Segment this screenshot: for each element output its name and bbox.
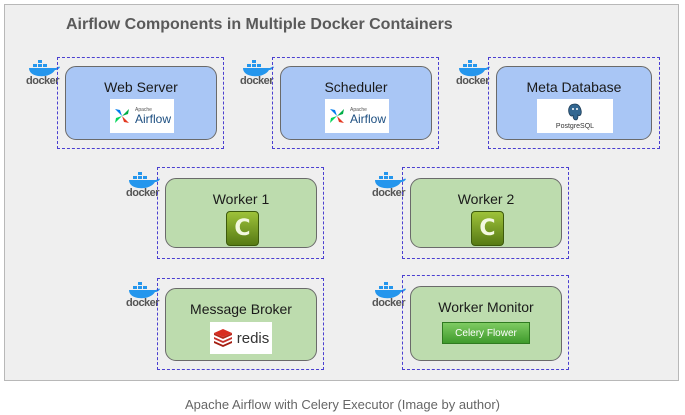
airflow-small-text: Apache — [134, 106, 152, 113]
container-worker2 — [402, 167, 569, 259]
web-server-component: Web Server Apache Airflow — [65, 66, 217, 140]
web-server-label: Web Server — [104, 79, 178, 95]
docker-label: docker — [26, 75, 60, 87]
airflow-logo: Apache Airflow — [110, 99, 174, 133]
docker-label: docker — [240, 75, 274, 87]
docker-label: docker — [126, 297, 160, 309]
airflow-icon — [329, 109, 344, 123]
airflow-icon — [114, 109, 129, 123]
airflow-text: Airflow — [134, 111, 171, 126]
docker-icon: docker — [456, 58, 492, 88]
worker1-label: Worker 1 — [212, 191, 270, 207]
container-worker1 — [157, 167, 324, 259]
docker-label: docker — [372, 297, 406, 309]
message-broker-label: Message Broker — [190, 301, 292, 317]
worker2-component: Worker 2 C — [410, 178, 562, 248]
container-message-broker — [157, 278, 324, 370]
container-worker-monitor — [402, 275, 569, 370]
docker-label: docker — [372, 187, 406, 199]
meta-database-component: Meta Database PostgreSQL — [496, 66, 652, 140]
redis-text: redis — [236, 329, 270, 347]
postgresql-logo: PostgreSQL — [537, 99, 613, 133]
docker-label: docker — [456, 75, 490, 87]
worker1-component: Worker 1 C — [165, 178, 317, 248]
meta-database-label: Meta Database — [526, 79, 622, 95]
airflow-logo: Apache Airflow — [325, 99, 389, 133]
redis-icon — [213, 329, 232, 347]
container-web-server — [57, 57, 224, 149]
postgresql-icon — [568, 103, 582, 121]
airflow-text: Airflow — [349, 111, 386, 126]
docker-icon: docker — [126, 280, 162, 310]
worker2-label: Worker 2 — [457, 191, 515, 207]
container-meta-database — [488, 57, 660, 149]
docker-icon: docker — [126, 170, 162, 200]
docker-icon: docker — [26, 58, 62, 88]
docker-icon: docker — [240, 58, 276, 88]
diagram-title: Airflow Components in Multiple Docker Co… — [66, 16, 453, 33]
celery-icon: C — [226, 211, 259, 246]
postgresql-text: PostgreSQL — [555, 123, 595, 130]
airflow-small-text: Apache — [349, 106, 367, 113]
container-scheduler — [272, 57, 439, 149]
redis-logo: redis — [210, 322, 272, 354]
docker-icon: docker — [372, 170, 408, 200]
scheduler-component: Scheduler Apache Airflow — [280, 66, 432, 140]
message-broker-component: Message Broker redis — [165, 288, 317, 361]
worker-monitor-component: Worker Monitor Celery Flower — [410, 286, 562, 361]
celery-icon: C — [471, 211, 504, 246]
worker-monitor-label: Worker Monitor — [438, 299, 534, 315]
celery-flower-icon: Celery Flower — [442, 322, 530, 344]
scheduler-label: Scheduler — [324, 79, 388, 95]
docker-icon: docker — [372, 280, 408, 310]
docker-label: docker — [126, 187, 160, 199]
figure-caption: Apache Airflow with Celery Executor (Ima… — [184, 397, 501, 412]
